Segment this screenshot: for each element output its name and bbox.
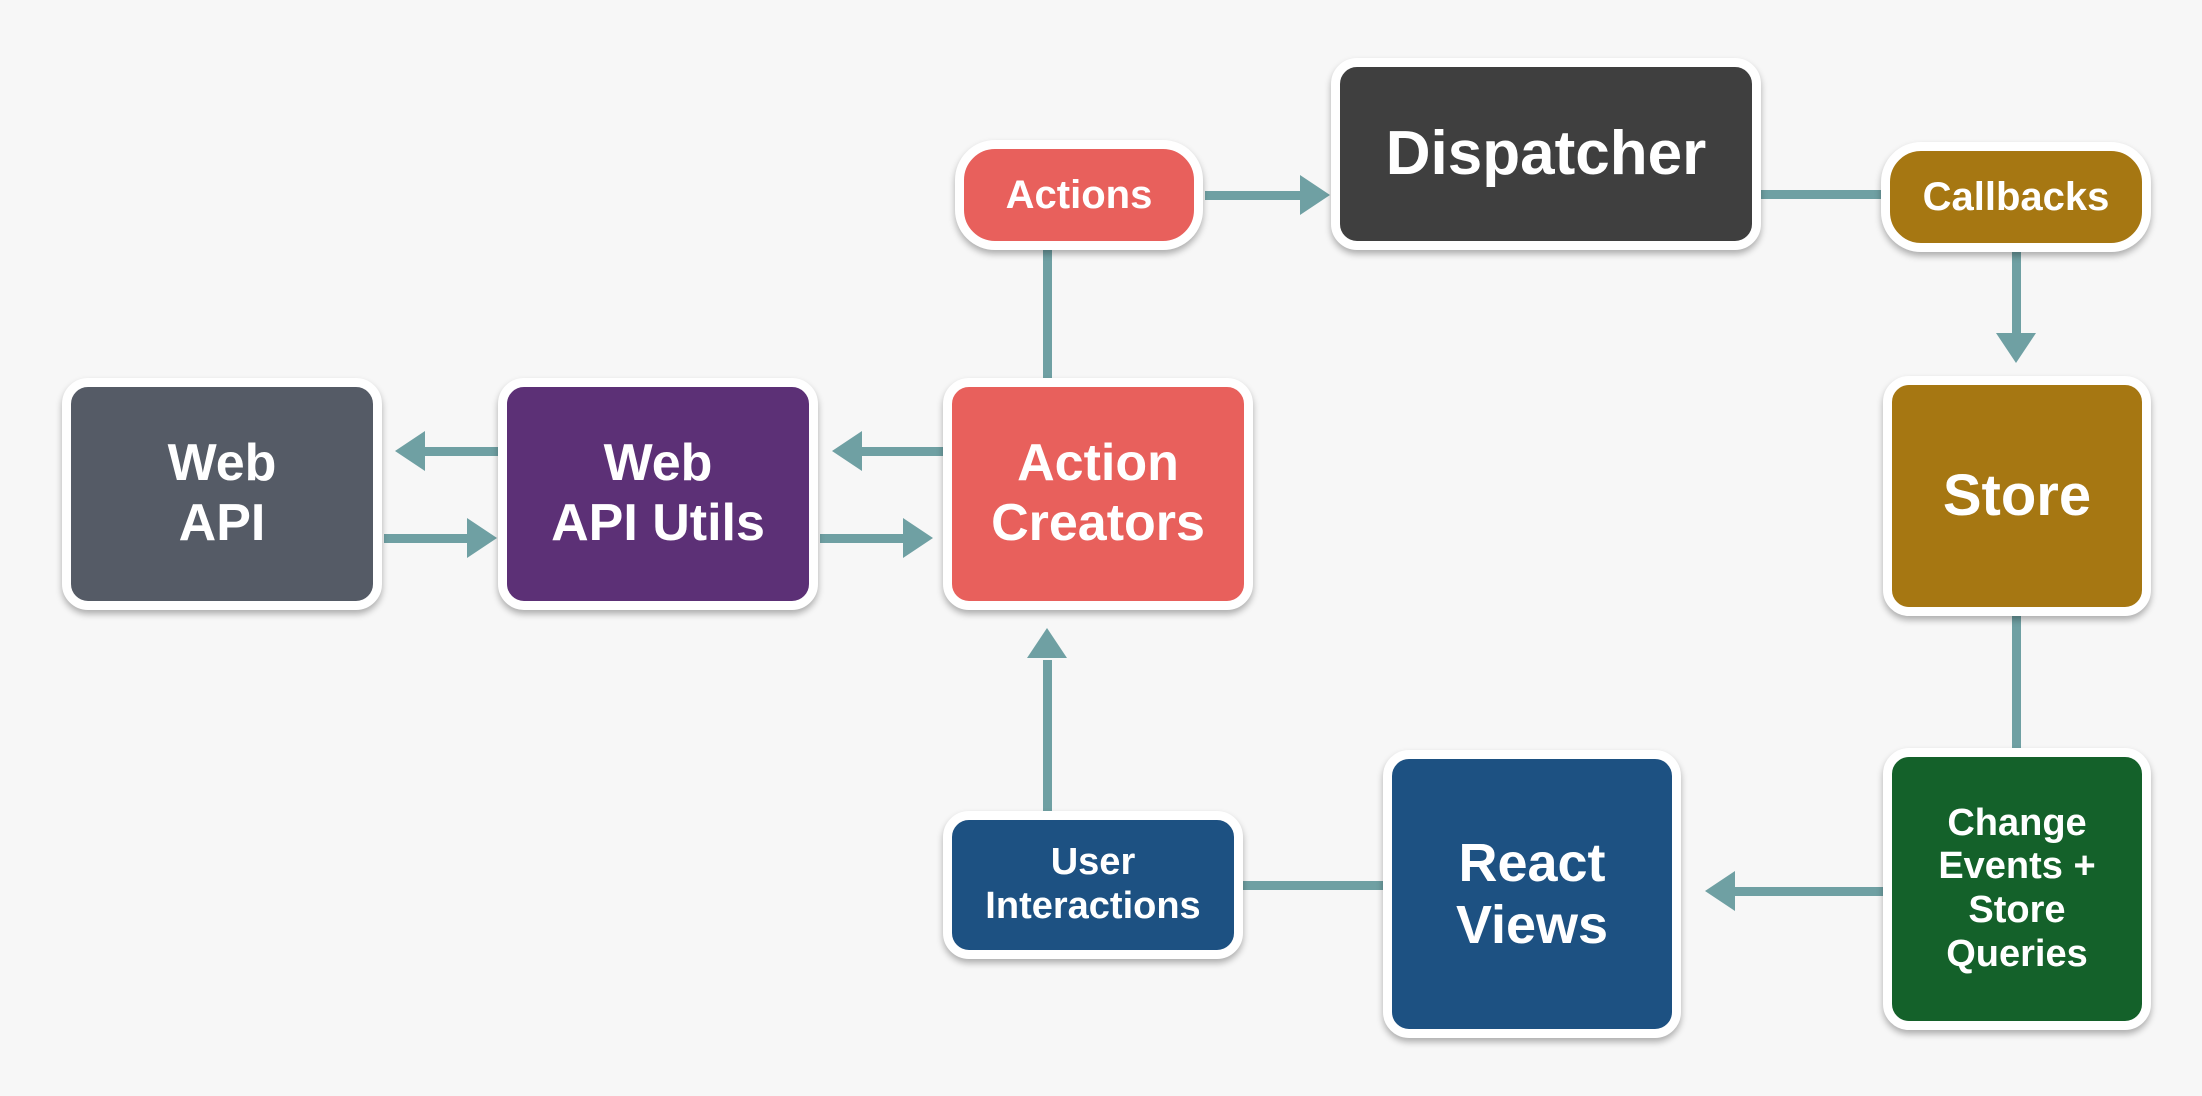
edge-action-creators-to-web-api-utils-arrowhead: [832, 431, 862, 471]
edge-web-api-utils-to-web-api-line: [425, 447, 510, 456]
edge-web-api-utils-to-action-creators-arrowhead: [903, 518, 933, 558]
edge-callbacks-to-store-line: [2012, 250, 2021, 338]
edge-user-interactions-to-action-creators-line: [1043, 660, 1052, 815]
node-user-interactions[interactable]: User Interactions: [943, 811, 1243, 959]
edge-action-creators-to-actions-line: [1043, 246, 1052, 386]
edge-actions-to-dispatcher-arrowhead: [1300, 175, 1330, 215]
node-change-events[interactable]: Change Events + Store Queries: [1883, 748, 2151, 1030]
edge-actions-to-dispatcher-line: [1205, 191, 1305, 200]
node-web-api[interactable]: Web API: [62, 378, 382, 610]
edge-dispatcher-to-callbacks-line: [1759, 190, 1887, 199]
edge-user-interactions-to-action-creators-arrowhead: [1027, 628, 1067, 658]
node-callbacks[interactable]: Callbacks: [1881, 142, 2151, 252]
edge-react-views-to-user-interactions-line: [1241, 881, 1386, 890]
edge-web-api-utils-to-web-api-arrowhead: [395, 431, 425, 471]
node-dispatcher[interactable]: Dispatcher: [1331, 58, 1761, 250]
edge-change-events-to-react-views-arrowhead: [1705, 871, 1735, 911]
edge-store-to-change-events-line: [2012, 614, 2021, 754]
node-react-views[interactable]: React Views: [1383, 750, 1681, 1038]
edge-web-api-to-web-api-utils-line: [384, 534, 472, 543]
edge-web-api-to-web-api-utils-arrowhead: [467, 518, 497, 558]
node-actions[interactable]: Actions: [955, 140, 1203, 250]
node-action-creators[interactable]: Action Creators: [943, 378, 1253, 610]
edge-web-api-utils-to-action-creators-line: [820, 534, 908, 543]
node-store[interactable]: Store: [1883, 376, 2151, 616]
edge-callbacks-to-store-arrowhead: [1996, 333, 2036, 363]
edge-action-creators-to-web-api-utils-line: [862, 447, 947, 456]
node-web-api-utils[interactable]: Web API Utils: [498, 378, 818, 610]
edge-change-events-to-react-views-line: [1735, 887, 1885, 896]
